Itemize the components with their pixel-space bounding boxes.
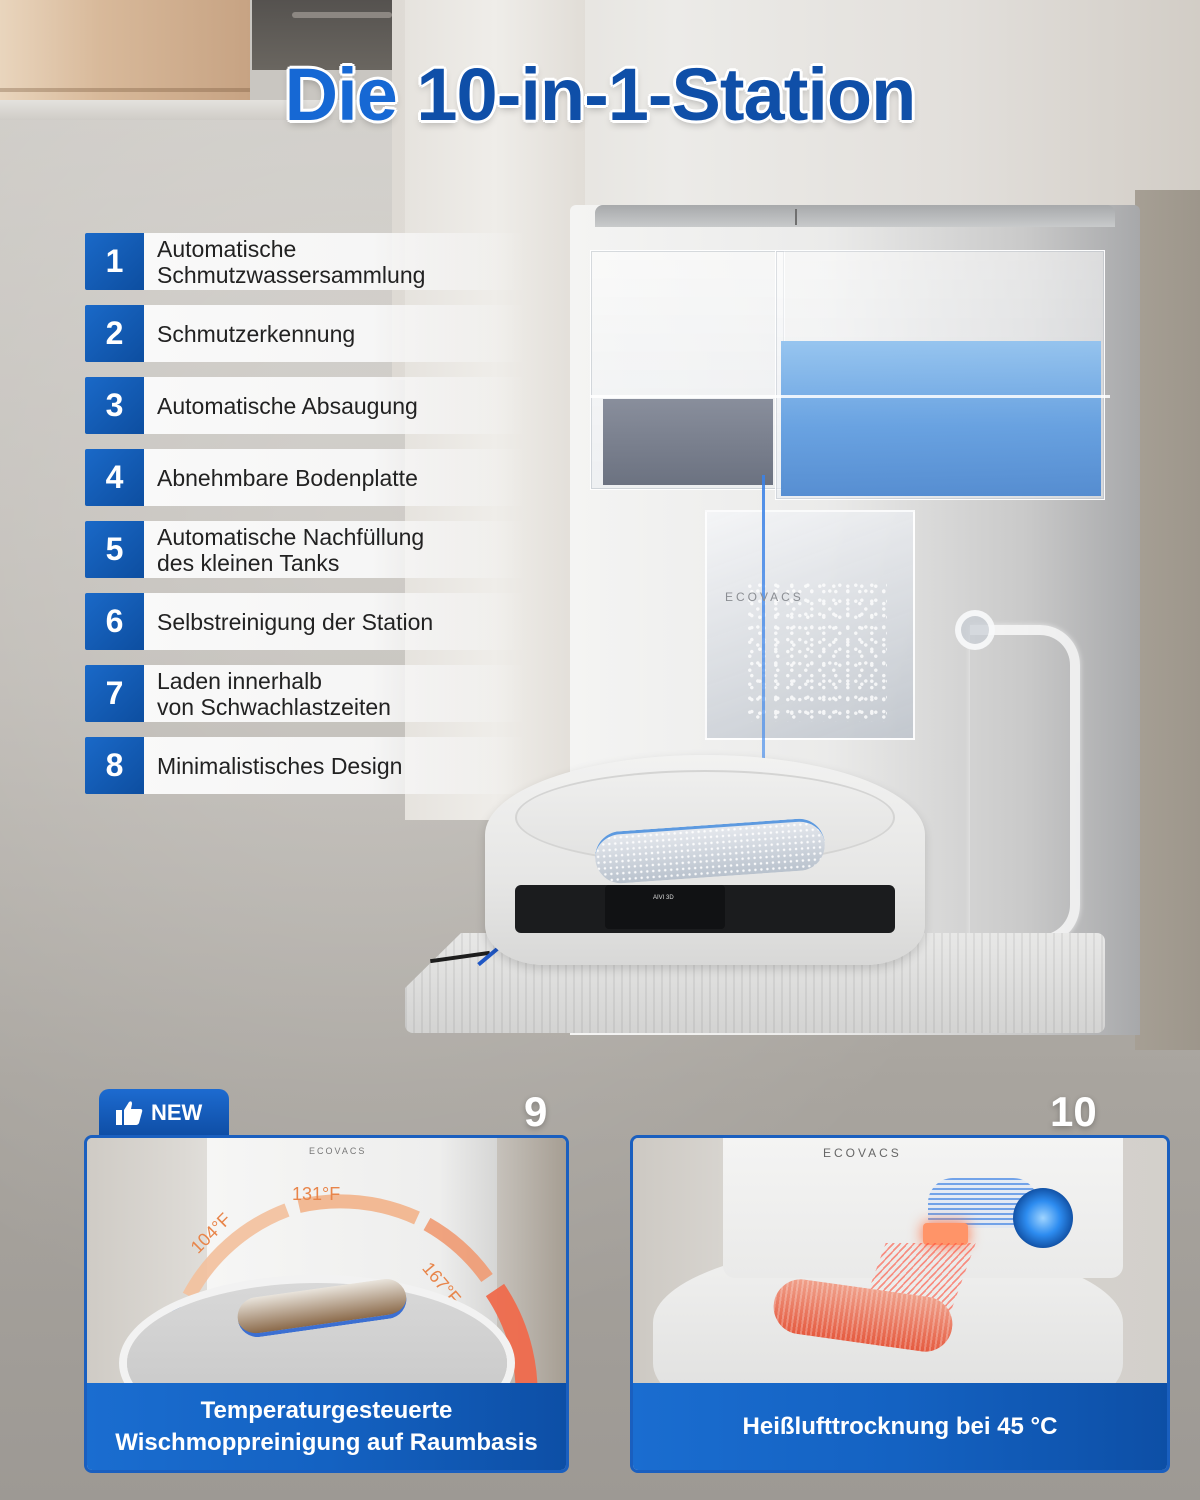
feature-number: 2 [85,305,144,362]
feature-number: 4 [85,449,144,506]
oven-handle [292,12,392,18]
feature-label: Automatische Nachfüllung des kleinen Tan… [144,521,525,578]
feature-label: Minimalistisches Design [144,737,525,794]
feature-panel-9: ECOVACS 104°F 131°F 167°F Temperaturgest… [84,1135,569,1473]
feature-label: Automatische Schmutzwassersammlung [144,233,525,290]
feature-label-line: des kleinen Tanks [157,549,340,576]
cabinet-divider [0,88,250,92]
feature-number: 5 [85,521,144,578]
feature-label-line: Laden innerhalb [157,667,322,694]
counter-edge [0,100,420,120]
right-wall-background [1135,190,1200,1050]
feature-label-line: Schmutzerkennung [157,320,356,347]
feature-label-line: Schmutzwassersammlung [157,261,426,288]
oven-background [252,0,392,70]
feature-number: 7 [85,665,144,722]
new-badge: NEW [99,1089,229,1137]
feature-panel-10: ECOVACS Heißlufttrocknung bei 45 °C [630,1135,1170,1473]
station-base: AIVI 3D [405,755,1140,1035]
feature-label: Selbstreinigung der Station [144,593,525,650]
station-brand-logo: ECOVACS [725,590,804,604]
brand-logo: ECOVACS [823,1146,902,1160]
clean-water-tank [775,250,1105,500]
feature-number: 3 [85,377,144,434]
feature-label: Automatische Absaugung [144,377,525,434]
feature-label-line: Automatische [157,235,297,262]
dust-bag-compartment [705,510,915,740]
station-lid [595,205,1115,227]
title-part-die: Die [284,53,398,136]
feature-item-1: 1 Automatische Schmutzwassersammlung [85,233,525,290]
docking-station-illustration: ECOVACS AIVI 3D [405,205,1140,1035]
brand-logo: ECOVACS [309,1146,367,1156]
feature-label-line: von Schwachlastzeiten [157,693,391,720]
panel-caption-10: Heißlufttrocknung bei 45 °C [633,1383,1167,1470]
tank-shelf-line [590,395,1110,398]
feature-item-8: 8 Minimalistisches Design [85,737,525,794]
feature-label-line: Abnehmbare Bodenplatte [157,464,418,491]
panel-number-9: 9 [524,1088,548,1135]
sensor-label: AIVI 3D [653,895,674,901]
caption-line: Temperaturgesteuerte [200,1396,453,1424]
feature-item-6: 6 Selbstreinigung der Station [85,593,525,650]
thumbs-up-icon [116,1101,143,1125]
panel-caption-9: Temperaturgesteuerte Wischmoppreinigung … [87,1383,566,1470]
feature-label: Abnehmbare Bodenplatte [144,449,525,506]
water-supply-line [762,475,765,855]
heater-element [923,1223,968,1245]
feature-item-2: 2 Schmutzerkennung [85,305,525,362]
feature-item-7: 7 Laden innerhalb von Schwachlastzeiten [85,665,525,722]
hot-air-drying-illustration: ECOVACS [633,1138,1167,1443]
feature-number: 6 [85,593,144,650]
robot-front-sensor [605,885,725,929]
feature-item-4: 4 Abnehmbare Bodenplatte [85,449,525,506]
pipe-inlet [955,610,995,650]
clean-water-level [781,341,1101,496]
feature-label-line: Selbstreinigung der Station [157,608,434,635]
robot-vacuum: AIVI 3D [485,755,925,965]
dirty-water-tank [590,250,785,490]
feature-item-3: 3 Automatische Absaugung [85,377,525,434]
dirty-water-level [603,399,773,485]
feature-item-5: 5 Automatische Nachfüllung des kleinen T… [85,521,525,578]
temp-label-mid: 131°F [292,1184,341,1204]
feature-label: Laden innerhalb von Schwachlastzeiten [144,665,525,722]
page-title: Die 10-in-1-Station [0,52,1200,137]
dust-particles [747,582,887,722]
caption-line: Heißlufttrocknung bei 45 °C [742,1412,1058,1440]
mop-wash-illustration: ECOVACS 104°F 131°F 167°F [87,1138,566,1443]
feature-label-line: Automatische Absaugung [157,392,418,419]
feature-number: 8 [85,737,144,794]
new-badge-label: NEW [151,1100,203,1125]
feature-label: Schmutzerkennung [144,305,525,362]
feature-label-line: Automatische Nachfüllung [157,523,425,550]
fan-icon [1013,1188,1073,1248]
feature-label-line: Minimalistisches Design [157,752,403,779]
feature-number: 1 [85,233,144,290]
title-part-station: 10-in-1-Station [416,53,916,136]
panel-number-10: 10 [1050,1088,1097,1135]
caption-line: Wischmoppreinigung auf Raumbasis [115,1428,538,1456]
